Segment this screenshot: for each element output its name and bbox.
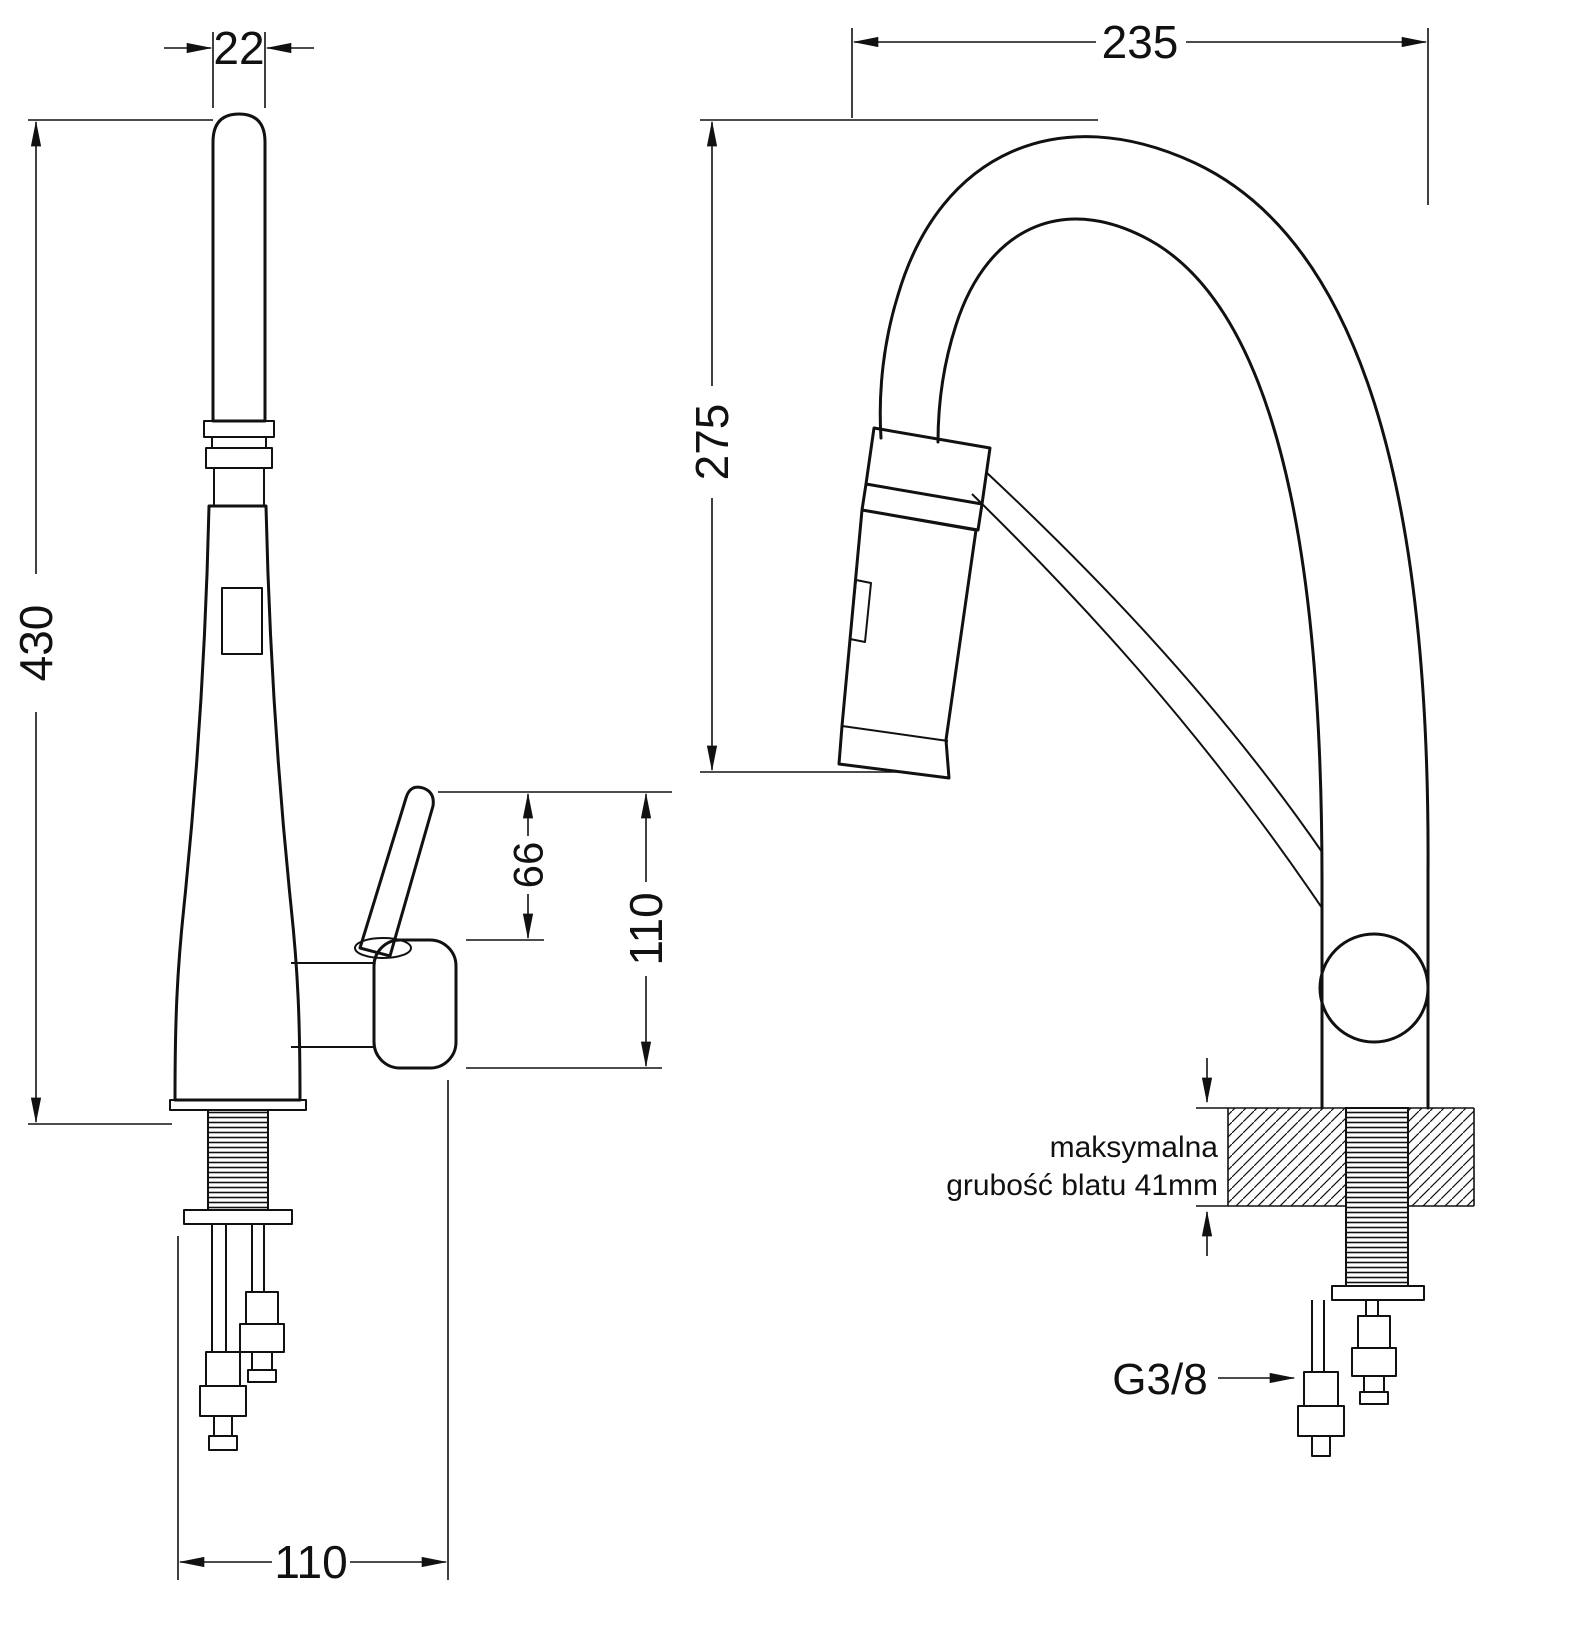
dim-spout-height-label: 275 [686, 404, 738, 481]
mixer-knob [1318, 932, 1430, 1044]
lever-pivot [354, 937, 412, 959]
ext-lines-spout-reach [851, 28, 1429, 205]
inner-spray-hose [971, 471, 1323, 909]
ext-lines-base-depth [177, 1080, 449, 1580]
faucet-body [173, 504, 302, 1102]
spray-head [837, 426, 992, 780]
dim-lever-height-label: 66 [505, 842, 552, 889]
dim-total-height-label: 430 [10, 605, 62, 682]
mounting-thread [207, 1109, 269, 1211]
dim-spout-diameter-label: 22 [213, 22, 264, 74]
supply-hoses-right [1297, 1300, 1397, 1457]
mounting-thread-right [1345, 1107, 1409, 1287]
right-view-dimensions: 235 275 maksymalna grubość blatu 41mm G3… [686, 16, 1429, 1404]
aerator-collars [203, 420, 275, 507]
right-view-faucet [837, 135, 1475, 1457]
gooseneck-hose [878, 135, 1430, 882]
spout-tube [211, 112, 267, 423]
mounting-washer [183, 1209, 293, 1225]
spray-head-button [849, 579, 872, 643]
ext-lines-spout-diameter [212, 32, 266, 108]
counter-note-line1: maksymalna [1050, 1131, 1219, 1164]
dim-body-height-label: 110 [620, 892, 672, 965]
counter-note-line2: grubość blatu 41mm [946, 1169, 1218, 1202]
ext-lines-handle-dims [438, 791, 672, 1069]
handle-connector [291, 962, 374, 1048]
handle-base [372, 938, 458, 1070]
mounting-washer-right [1331, 1285, 1425, 1301]
left-view-faucet [169, 112, 458, 1451]
spray-head-tip-line [841, 725, 949, 742]
ext-lines-total-height [28, 119, 213, 1125]
dim-base-depth-label: 110 [274, 1536, 347, 1588]
base-flange [169, 1099, 307, 1111]
body-window-detail [221, 587, 263, 655]
thread-size-label: G3/8 [1112, 1355, 1207, 1404]
countertop-outline [1196, 1107, 1475, 1207]
supply-hoses [199, 1224, 285, 1451]
lever-handle [358, 785, 435, 958]
left-view-dimensions: 22 430 66 110 110 [10, 22, 672, 1588]
dim-spout-reach-label: 235 [1102, 16, 1179, 68]
ext-lines-spout-height [700, 119, 1098, 773]
body-column [1320, 870, 1430, 1110]
